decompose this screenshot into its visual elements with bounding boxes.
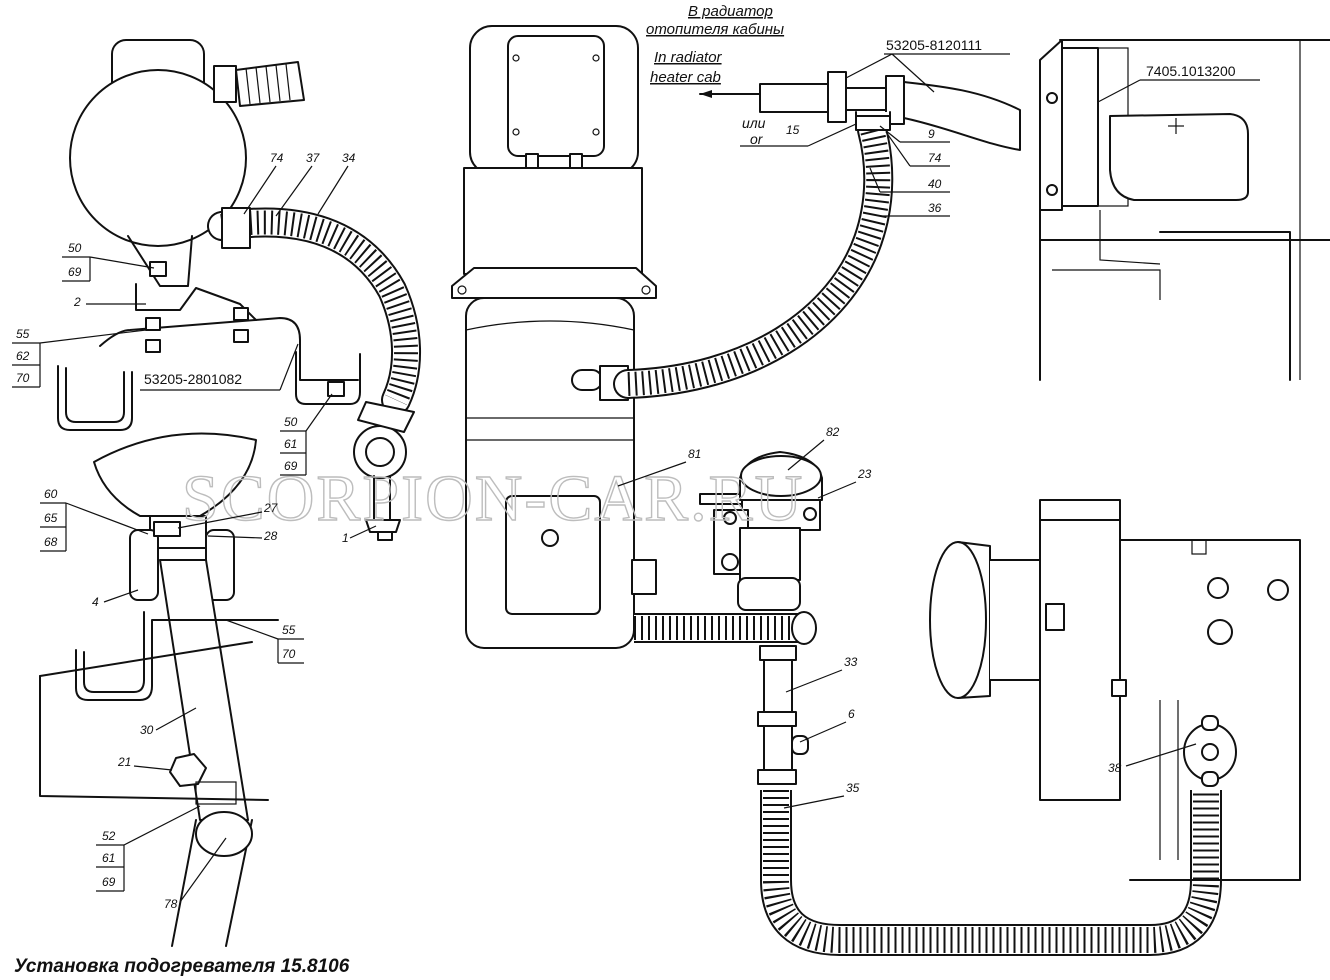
note-en-line2: heater cab [650,69,721,86]
engine-block [929,39,1330,881]
fuel-tank [69,69,247,247]
callout-55b: 55 [282,623,296,637]
exhaust-cone [93,432,257,517]
callout-15: 15 [786,123,800,137]
note-ru-line1: В радиатор [688,3,773,20]
callout-2: 2 [73,295,81,309]
part-number-clamp-valve: 53205-8120111 [886,37,982,53]
callout-34: 34 [342,151,356,165]
callout-69: 69 [68,265,82,279]
callout-27: 27 [263,501,279,515]
callout-61b: 61 [102,851,115,865]
drawing-caption: Установка подогревателя 15.8106 [14,956,350,977]
callout-74b: 74 [928,151,942,165]
corrugated-hose-35 [760,790,1222,956]
note-en-line1: In radiator [654,49,723,66]
callout-69c: 69 [102,875,116,889]
callout-70: 70 [16,371,30,385]
callout-30: 30 [140,723,154,737]
note-ru-line2: отопителя кабины [646,21,784,38]
callout-69b: 69 [284,459,298,473]
heater-body [451,25,657,649]
callout-70b: 70 [282,647,296,661]
callout-37: 37 [306,151,321,165]
callout-74: 74 [270,151,284,165]
part-number-bracket: 53205-2801082 [144,371,242,387]
circulation-pump [699,451,823,611]
part-number-pump: 7405.1013200 [1146,63,1236,79]
callout-38: 38 [1108,761,1122,775]
tee-valve-fitting [699,71,1021,151]
callout-81: 81 [688,447,701,461]
exhaust-pipe [159,559,249,821]
callout-40: 40 [928,177,942,191]
callout-60: 60 [44,487,58,501]
callout-55: 55 [16,327,30,341]
callout-33: 33 [844,655,858,669]
callout-61: 61 [284,437,297,451]
callout-82: 82 [826,425,840,439]
pipe-33 [757,645,809,785]
callout-78: 78 [164,897,178,911]
corrugated-hose-lower [634,611,817,645]
callout-28: 28 [263,529,278,543]
heater-cover-plate [507,35,605,157]
callout-21: 21 [117,755,131,769]
left-assembly [39,39,422,947]
note-or: or [750,131,764,147]
corrugated-hose-36 [613,115,894,399]
callout-68: 68 [44,535,58,549]
callout-1: 1 [342,531,349,545]
callout-9: 9 [928,127,935,141]
watermark: SCORPION-CAR.RU [182,462,804,535]
note-ili: или [742,115,766,131]
callout-52: 52 [102,829,116,843]
callout-65: 65 [44,511,58,525]
callout-4: 4 [92,595,99,609]
pulley [929,541,987,699]
callout-35: 35 [846,781,860,795]
callout-6: 6 [848,707,855,721]
callout-50: 50 [68,241,82,255]
corrugated-hose-34 [207,207,422,415]
callout-36: 36 [928,201,942,215]
callout-23: 23 [857,467,872,481]
callout-labels: 74 37 34 50 69 2 55 62 70 50 61 69 1 [12,123,1197,911]
callout-50b: 50 [284,415,298,429]
callout-62: 62 [16,349,30,363]
